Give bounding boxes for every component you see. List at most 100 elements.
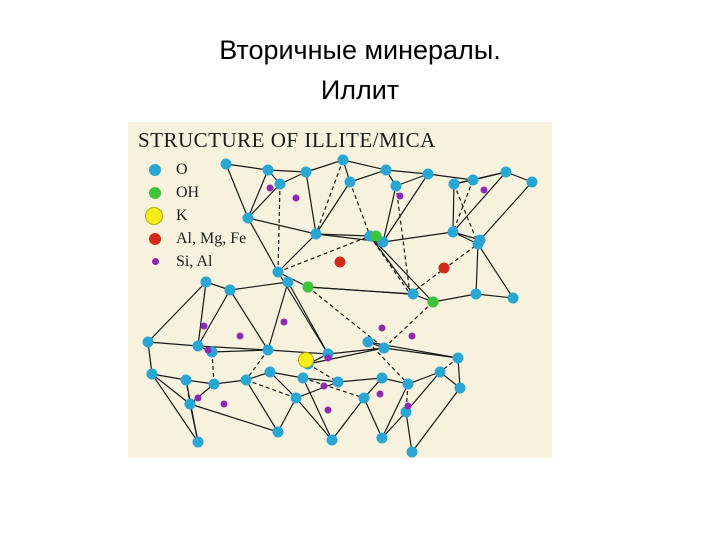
tetrahedral-cation-atom xyxy=(376,390,384,398)
bond-line xyxy=(452,171,507,233)
bond-line xyxy=(295,397,333,441)
bond-line xyxy=(475,243,479,295)
oxygen-atom xyxy=(282,276,294,288)
dashed-bond-line xyxy=(367,341,409,385)
bond-line xyxy=(197,289,231,347)
oxygen-atom xyxy=(454,382,466,394)
tetrahedral-cation-atom xyxy=(204,346,212,354)
oxygen-atom xyxy=(242,212,254,224)
bond-line xyxy=(295,381,339,399)
oxygen-atom xyxy=(434,366,446,378)
bond-line xyxy=(197,345,269,351)
oxygen-atom xyxy=(422,168,434,180)
bond-line xyxy=(302,377,333,441)
bond-line xyxy=(267,281,289,351)
tetrahedral-cation-atom xyxy=(404,402,412,410)
tetrahedral-cation-dot-icon xyxy=(152,258,159,265)
oxygen-atom xyxy=(297,372,309,384)
slide-title: Вторичные минералы. Иллит xyxy=(0,30,720,110)
octahedral-cation-dot-icon xyxy=(149,233,161,245)
dashed-bond-line xyxy=(277,235,371,273)
bond-line xyxy=(382,185,397,243)
bond-line xyxy=(381,383,409,439)
tetrahedral-cation-atom xyxy=(236,332,244,340)
oxygen-atom xyxy=(264,366,276,378)
legend-label: Si, Al xyxy=(176,253,213,270)
dashed-bond-line xyxy=(315,159,344,235)
octahedral-cation-atom xyxy=(334,256,346,268)
dashed-bond-line xyxy=(453,183,479,245)
bond-line xyxy=(331,397,365,441)
oxygen-atom xyxy=(262,164,274,176)
bond-line xyxy=(225,163,269,171)
oxygen-atom xyxy=(500,166,512,178)
oxygen-atom xyxy=(200,276,212,288)
oxygen-atom xyxy=(358,392,370,404)
octahedral-cation-atom xyxy=(438,262,450,274)
tetrahedral-cation-atom xyxy=(408,332,416,340)
bond-line xyxy=(327,347,385,355)
bond-line xyxy=(432,293,477,303)
dashed-bond-line xyxy=(277,183,281,273)
oxygen-atom xyxy=(344,176,356,188)
bond-line xyxy=(337,377,383,383)
bond-line xyxy=(247,217,279,273)
oxygen-atom xyxy=(378,342,390,354)
oxygen-atom xyxy=(208,378,220,390)
bond-line xyxy=(277,397,297,433)
oxygen-atom xyxy=(326,434,338,446)
oxygen-atom xyxy=(224,284,236,296)
bond-line xyxy=(305,159,344,173)
bond-line xyxy=(151,373,199,443)
bond-line xyxy=(277,233,317,273)
bond-line xyxy=(245,379,279,433)
bond-line xyxy=(479,181,533,241)
slide-title-line-1: Вторичные минералы. xyxy=(219,35,501,65)
oxygen-atom xyxy=(310,228,322,240)
tetrahedral-cation-atom xyxy=(324,406,332,414)
potassium-atom xyxy=(298,352,314,368)
tetrahedral-cation-atom xyxy=(320,382,328,390)
bond-line xyxy=(267,349,329,355)
bond-line xyxy=(211,349,269,353)
oxygen-atom xyxy=(376,372,388,384)
bond-line xyxy=(247,183,281,219)
bond-line xyxy=(302,377,339,383)
dashed-bond-line xyxy=(245,349,269,381)
bond-line xyxy=(369,235,414,295)
dashed-bond-line xyxy=(307,286,385,349)
dashed-bond-line xyxy=(349,181,371,237)
tetrahedral-cation-atom xyxy=(396,192,404,200)
bond-line xyxy=(315,233,371,237)
tetrahedral-cation-atom xyxy=(220,400,228,408)
hydroxyl-atom xyxy=(370,230,382,242)
dashed-bond-line xyxy=(383,301,434,349)
bond-line xyxy=(277,271,309,288)
bond-line xyxy=(229,289,269,351)
oxygen-atom xyxy=(272,266,284,278)
oxygen-atom xyxy=(184,398,196,410)
bond-line xyxy=(475,293,514,299)
oxygen-atom xyxy=(406,446,418,458)
bond-line xyxy=(151,373,191,405)
oxygen-dot-icon xyxy=(149,164,161,176)
bond-line xyxy=(151,373,187,381)
bond-line xyxy=(225,163,249,219)
crystal-structure-diagram xyxy=(142,154,538,458)
bond-line xyxy=(342,159,387,171)
oxygen-atom xyxy=(180,374,192,386)
slide-title-line-2: Иллит xyxy=(320,75,400,105)
bond-line xyxy=(369,235,434,303)
bond-line xyxy=(405,371,441,413)
bond-line xyxy=(247,169,269,219)
dashed-bond-line xyxy=(452,179,474,233)
potassium-dot-icon xyxy=(145,207,163,225)
oxygen-atom xyxy=(272,426,284,438)
legend-label: OH xyxy=(176,184,200,201)
bond-line xyxy=(197,281,207,347)
bond-line xyxy=(269,371,297,399)
bond-line xyxy=(305,171,317,235)
bond-line xyxy=(363,397,383,439)
oxygen-atom xyxy=(376,432,388,444)
dashed-bond-line xyxy=(302,377,365,399)
